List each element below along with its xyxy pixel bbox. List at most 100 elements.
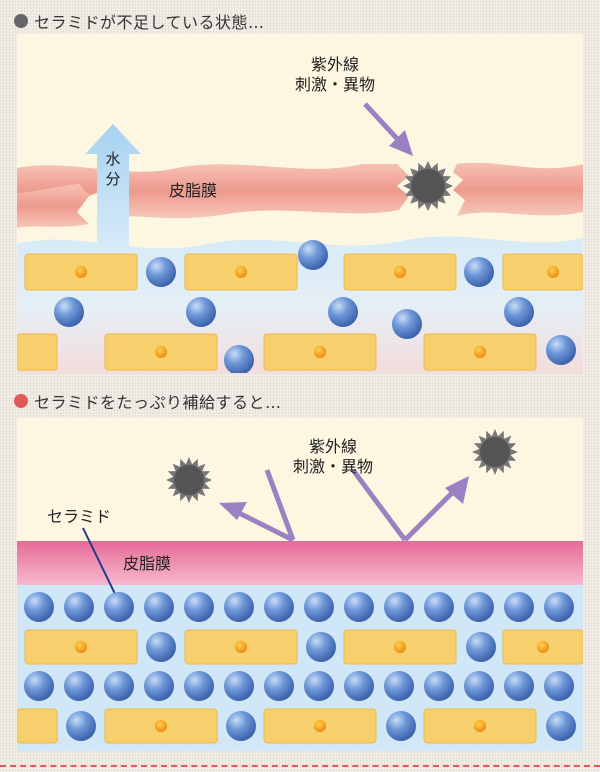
bullet-dot-icon: [14, 394, 28, 408]
cell-nucleus-icon: [75, 266, 87, 278]
ceramide-ball-icon: [224, 671, 254, 701]
ceramide-ball-icon: [24, 592, 54, 622]
healthy-skin-panel: 紫外線 刺激・異物 セラミド 皮脂膜: [17, 418, 583, 751]
ceramide-ball-icon: [392, 309, 422, 339]
foreign-particle-icon: [403, 161, 453, 211]
ceramide-row-1: [24, 592, 574, 622]
uv-arrow-icon: [231, 507, 295, 543]
ceramide-ball-icon: [424, 592, 454, 622]
uv-arrows-reflected: [219, 468, 469, 543]
cell-nucleus-icon: [235, 641, 247, 653]
ceramide-ball-icon: [104, 671, 134, 701]
skin-cell: [502, 253, 583, 291]
ceramide-ball-icon: [384, 671, 414, 701]
cell-nucleus-icon: [155, 720, 167, 732]
ceramide-ball-icon: [386, 711, 416, 741]
ceramide-ball-icon: [144, 671, 174, 701]
bullet-dot-icon: [14, 14, 28, 28]
cell-nucleus-icon: [394, 641, 406, 653]
ceramide-ball-icon: [66, 711, 96, 741]
cell-nucleus-icon: [394, 266, 406, 278]
ceramide-ball-icon: [504, 671, 534, 701]
cell-nucleus-icon: [75, 641, 87, 653]
ceramide-row-2: [24, 671, 574, 701]
ceramide-ball-icon: [546, 335, 576, 365]
ceramide-ball-icon: [224, 345, 254, 373]
ceramide-ball-icon: [224, 592, 254, 622]
water-label-char2: 分: [105, 170, 120, 188]
ceramide-ball-icon: [104, 592, 134, 622]
cell-nucleus-icon: [235, 266, 247, 278]
cell-nucleus-icon: [474, 720, 486, 732]
ceramide-ball-icon: [328, 297, 358, 327]
ceramide-ball-icon: [64, 671, 94, 701]
ceramide-ball-icon: [264, 671, 294, 701]
ceramide-ball-icon: [298, 240, 328, 270]
cell-row-1: [24, 629, 583, 665]
ceramide-ball-icon: [184, 592, 214, 622]
section2-heading-text: セラミドをたっぷり補給すると…: [34, 393, 282, 412]
uv-label-line1: 紫外線: [309, 437, 357, 456]
skin-cell: [17, 333, 58, 371]
cell-row-2: [17, 333, 537, 371]
ceramide-ball-icon: [186, 297, 216, 327]
ceramide-ball-icon: [54, 297, 84, 327]
section1-heading-text: セラミドが不足している状態…: [34, 13, 265, 32]
ceramide-ball-icon: [424, 671, 454, 701]
cell-row-2: [17, 708, 576, 744]
ceramide-ball-icon: [464, 671, 494, 701]
ceramide-ball-icon: [344, 592, 374, 622]
ceramide-ball-icon: [504, 592, 534, 622]
ceramide-ball-icon: [546, 711, 576, 741]
cell-row-1: [24, 253, 583, 291]
section1-heading: セラミドが不足している状態…: [14, 10, 265, 32]
ceramide-ball-icon: [144, 592, 174, 622]
healthy-skin-diagram: 紫外線 刺激・異物 セラミド 皮脂膜: [17, 418, 583, 751]
foreign-particle-icon: [472, 429, 518, 475]
ceramide-label: セラミド: [47, 507, 111, 526]
deficient-skin-panel: 紫外線 刺激・異物 水 分 皮脂膜: [17, 34, 583, 373]
uv-arrow-icon: [363, 102, 404, 146]
deficient-skin-diagram: 紫外線 刺激・異物 水 分 皮脂膜: [17, 34, 583, 373]
ceramide-ball-icon: [226, 711, 256, 741]
water-arrow-icon: [85, 124, 141, 259]
ceramide-ball-icon: [504, 297, 534, 327]
uv-arrow-icon: [403, 486, 459, 542]
ceramide-ball-icon: [146, 257, 176, 287]
ceramide-ball-icon: [544, 671, 574, 701]
uv-arrowhead-icon: [219, 502, 247, 520]
ceramide-ball-icon: [264, 592, 294, 622]
uv-label-line2: 刺激・異物: [293, 457, 373, 476]
cell-nucleus-icon: [547, 266, 559, 278]
ceramide-ball-icon: [24, 671, 54, 701]
sebum-membrane-fragment: [17, 184, 89, 228]
uv-arrow-icon: [264, 469, 296, 541]
particle-core: [411, 169, 445, 203]
cell-nucleus-icon: [537, 641, 549, 653]
ceramide-ball-icon: [64, 592, 94, 622]
ceramide-ball-icon: [544, 592, 574, 622]
ceramide-pointer-line: [82, 527, 118, 599]
sebum-membrane-damaged-right: [453, 162, 583, 216]
uv-arrowhead-icon: [389, 130, 413, 156]
ceramide-ball-icon: [304, 592, 334, 622]
foreign-particle-icon: [166, 457, 212, 503]
ceramide-ball-icon: [466, 632, 496, 662]
water-label-char1: 水: [105, 150, 120, 168]
cell-nucleus-icon: [474, 346, 486, 358]
ceramide-ball-icon: [184, 671, 214, 701]
sebum-membrane-healthy: [17, 541, 583, 585]
sebum-label: 皮脂膜: [123, 554, 171, 573]
ceramide-balls-sparse: [54, 240, 576, 373]
ceramide-ball-icon: [306, 632, 336, 662]
particle-core: [174, 465, 204, 495]
uv-label-line1: 紫外線: [311, 55, 359, 74]
cell-nucleus-icon: [314, 346, 326, 358]
section2-heading: セラミドをたっぷり補給すると…: [14, 390, 282, 412]
bottom-dashed-divider: [0, 765, 600, 767]
particle-core: [480, 437, 510, 467]
cell-nucleus-icon: [314, 720, 326, 732]
ceramide-ball-icon: [384, 592, 414, 622]
cell-nucleus-icon: [155, 346, 167, 358]
ceramide-ball-icon: [304, 671, 334, 701]
